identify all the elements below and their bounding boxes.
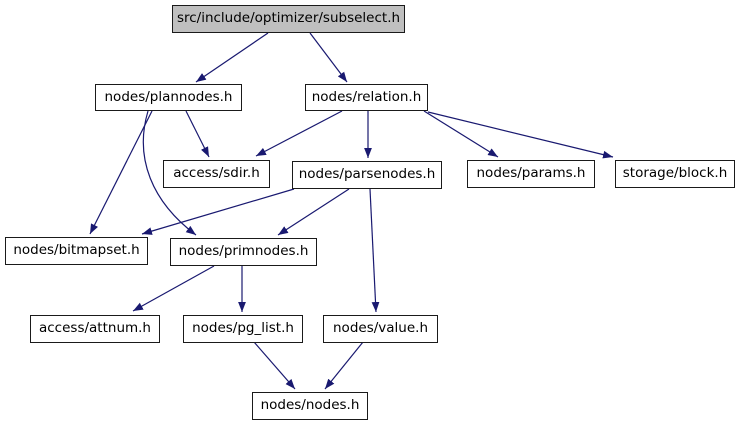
edge-parsenodes-to-primnodes bbox=[277, 188, 350, 236]
graph-node-parsenodes[interactable]: nodes/parsenodes.h bbox=[292, 161, 442, 189]
graph-node-nodes[interactable]: nodes/nodes.h bbox=[252, 392, 368, 420]
graph-node-params[interactable]: nodes/params.h bbox=[467, 160, 595, 188]
graph-node-label: nodes/parsenodes.h bbox=[298, 166, 436, 183]
edge-relation-to-sdir bbox=[255, 110, 343, 157]
edge-parsenodes-to-bitmapset bbox=[141, 188, 295, 235]
graph-node-label: nodes/plannodes.h bbox=[104, 88, 233, 105]
graph-node-label: nodes/params.h bbox=[476, 165, 586, 182]
graph-node-label: nodes/value.h bbox=[333, 320, 428, 337]
edge-plannodes-to-bitmapset bbox=[89, 110, 153, 235]
graph-node-label: nodes/primnodes.h bbox=[178, 243, 309, 260]
graph-node-value[interactable]: nodes/value.h bbox=[323, 315, 438, 343]
graph-node-sdir[interactable]: access/sdir.h bbox=[163, 160, 270, 188]
graph-node-relation[interactable]: nodes/relation.h bbox=[305, 84, 428, 111]
edge-plannodes-to-sdir bbox=[185, 110, 210, 158]
edge-value-to-nodes bbox=[324, 341, 364, 390]
graph-node-primnodes[interactable]: nodes/primnodes.h bbox=[170, 238, 317, 266]
graph-node-label: nodes/nodes.h bbox=[260, 397, 360, 414]
graph-node-plannodes[interactable]: nodes/plannodes.h bbox=[95, 84, 242, 111]
edge-parsenodes-to-value bbox=[369, 188, 380, 313]
edge-relation-to-params bbox=[423, 110, 499, 158]
graph-node-label: nodes/pg_list.h bbox=[192, 320, 294, 337]
graph-node-attnum[interactable]: access/attnum.h bbox=[30, 315, 160, 343]
graph-node-label: access/attnum.h bbox=[38, 320, 151, 337]
edge-pg_list-to-nodes bbox=[253, 341, 296, 390]
edge-subselect-to-plannodes bbox=[195, 32, 269, 83]
graph-node-label: storage/block.h bbox=[622, 165, 728, 182]
graph-node-bitmapset[interactable]: nodes/bitmapset.h bbox=[5, 237, 148, 265]
edge-primnodes-to-attnum bbox=[132, 265, 215, 312]
graph-node-label: src/include/optimizer/subselect.h bbox=[176, 10, 401, 27]
edge-plannodes-to-primnodes bbox=[142, 110, 197, 236]
graph-node-label: nodes/relation.h bbox=[311, 88, 422, 105]
edge-subselect-to-relation bbox=[309, 32, 348, 83]
graph-node-label: access/sdir.h bbox=[173, 165, 260, 182]
graph-node-block[interactable]: storage/block.h bbox=[615, 160, 735, 188]
graph-node-subselect: src/include/optimizer/subselect.h bbox=[172, 5, 405, 33]
graph-node-label: nodes/bitmapset.h bbox=[13, 242, 140, 259]
graph-node-pg_list[interactable]: nodes/pg_list.h bbox=[183, 315, 303, 343]
edge-relation-to-block bbox=[427, 111, 614, 159]
